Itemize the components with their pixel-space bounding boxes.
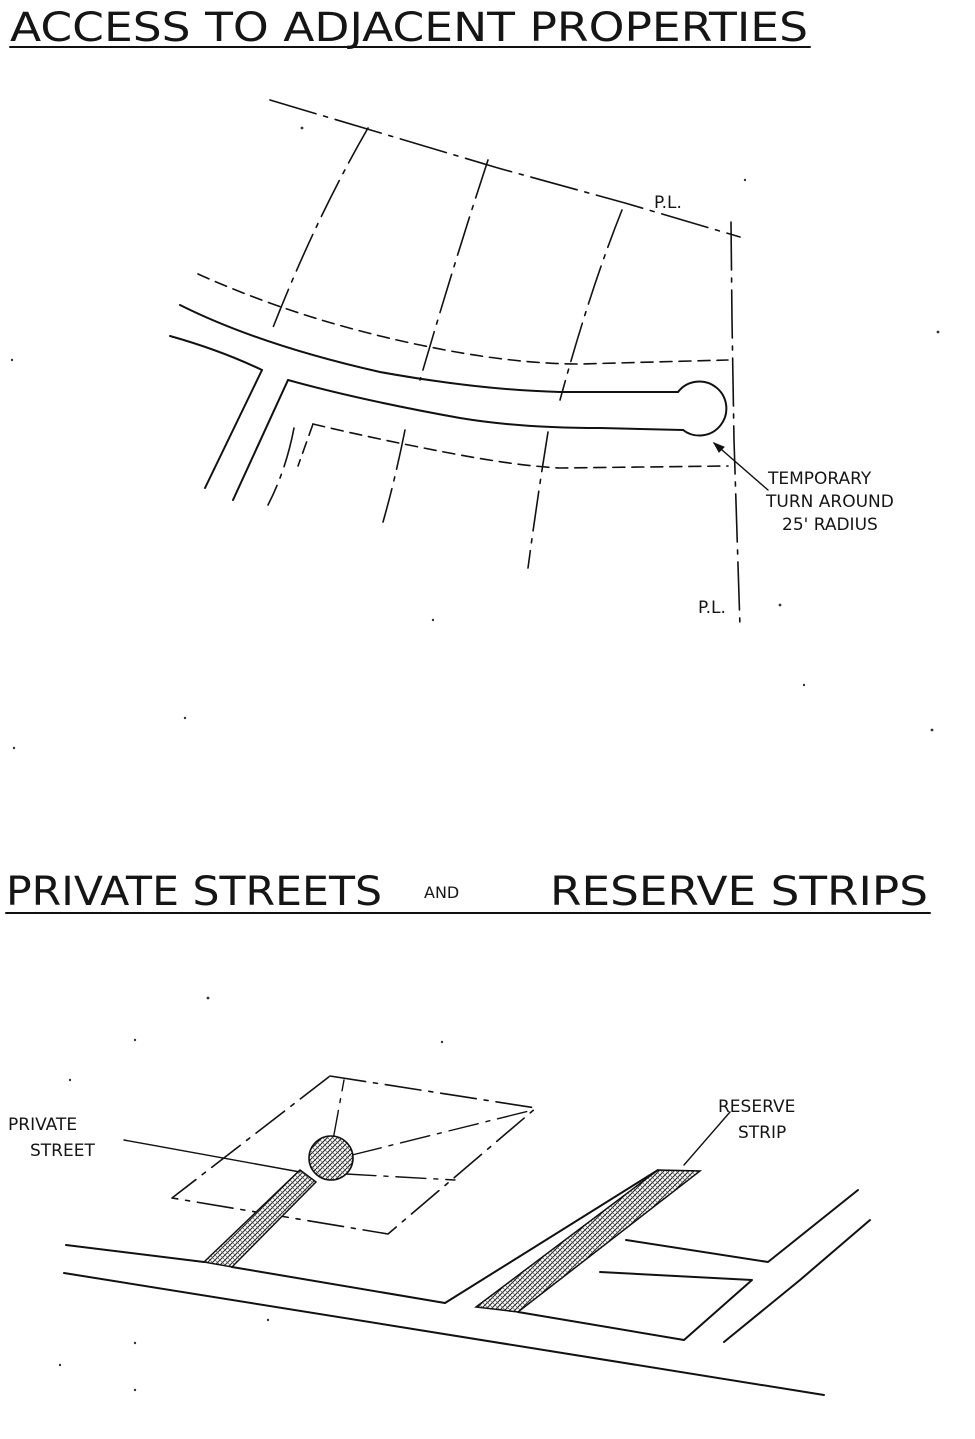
section2-title-and: AND (424, 883, 459, 902)
lot-line-3-south (527, 431, 549, 569)
turnaround-label-line1: TEMPORARY (767, 469, 872, 489)
street-edge-south (287, 379, 684, 431)
turnaround-label-line3: 25' RADIUS (782, 515, 878, 535)
reserve-strip-label-line2: STRIP (738, 1123, 786, 1143)
reserve-strip (474, 1169, 703, 1313)
setback-line-south-corner (297, 423, 314, 467)
lot-line-1-south (267, 427, 295, 506)
block-east-north-edge (625, 1189, 859, 1263)
section2-title-part2: RESERVE STRIPS (550, 869, 928, 915)
turnaround-leader-arrow (712, 442, 725, 453)
section2-title-part1: PRIVATE STREETS (6, 869, 382, 915)
reserve-strip-label-line1: RESERVE (718, 1097, 795, 1117)
pl-label-bottom: P.L. (698, 598, 726, 618)
temporary-turnaround-bulb (677, 380, 728, 437)
lot-line-2-south (382, 429, 406, 523)
private-street-cul-de-sac (308, 1135, 354, 1181)
side-street-west (204, 369, 263, 489)
block-east-south-edge (599, 1271, 753, 1341)
block-east-far-edge (723, 1219, 871, 1343)
private-street-leader (123, 1139, 301, 1173)
street-edge-outer (169, 335, 263, 371)
access-adjacent-properties-section: ACCESS TO ADJACENT PROPERTIES P.L. P.L. … (9, 5, 894, 628)
lot-line-2 (419, 159, 489, 381)
setback-line-north (197, 273, 729, 365)
property-line-right (730, 221, 741, 628)
pl-label-top: P.L. (654, 193, 682, 213)
private-street-label-line2: STREET (30, 1141, 95, 1161)
turnaround-label-line2: TURN AROUND (765, 492, 894, 512)
turnaround-leader (713, 442, 769, 491)
setback-line-south (312, 423, 729, 469)
private-street-label-line1: PRIVATE (8, 1115, 77, 1135)
lot-line-3 (559, 209, 623, 401)
main-street-edge-south (63, 1272, 825, 1396)
lot-line-1 (271, 127, 369, 331)
main-street-edge-north (65, 1244, 205, 1263)
scan-specks (10, 126, 940, 1392)
cross-street-west-edge (444, 1169, 659, 1304)
private-parcel-boundary (171, 1075, 537, 1235)
main-street-edge-north-east (517, 1311, 685, 1341)
side-street-east (232, 379, 289, 501)
main-street-edge-north-mid (231, 1266, 446, 1304)
parcel-lot-line-southeast (345, 1173, 456, 1181)
private-streets-reserve-strips-section: PRIVATE STREETS AND RESERVE STRIPS PRIVA… (5, 869, 931, 1396)
parcel-lot-line-north (332, 1079, 345, 1141)
property-line-top (269, 99, 741, 238)
parcel-lot-line-east (351, 1109, 534, 1156)
reserve-strip-leader (683, 1111, 731, 1166)
street-edge-north (179, 304, 679, 393)
section1-title: ACCESS TO ADJACENT PROPERTIES (10, 5, 808, 51)
